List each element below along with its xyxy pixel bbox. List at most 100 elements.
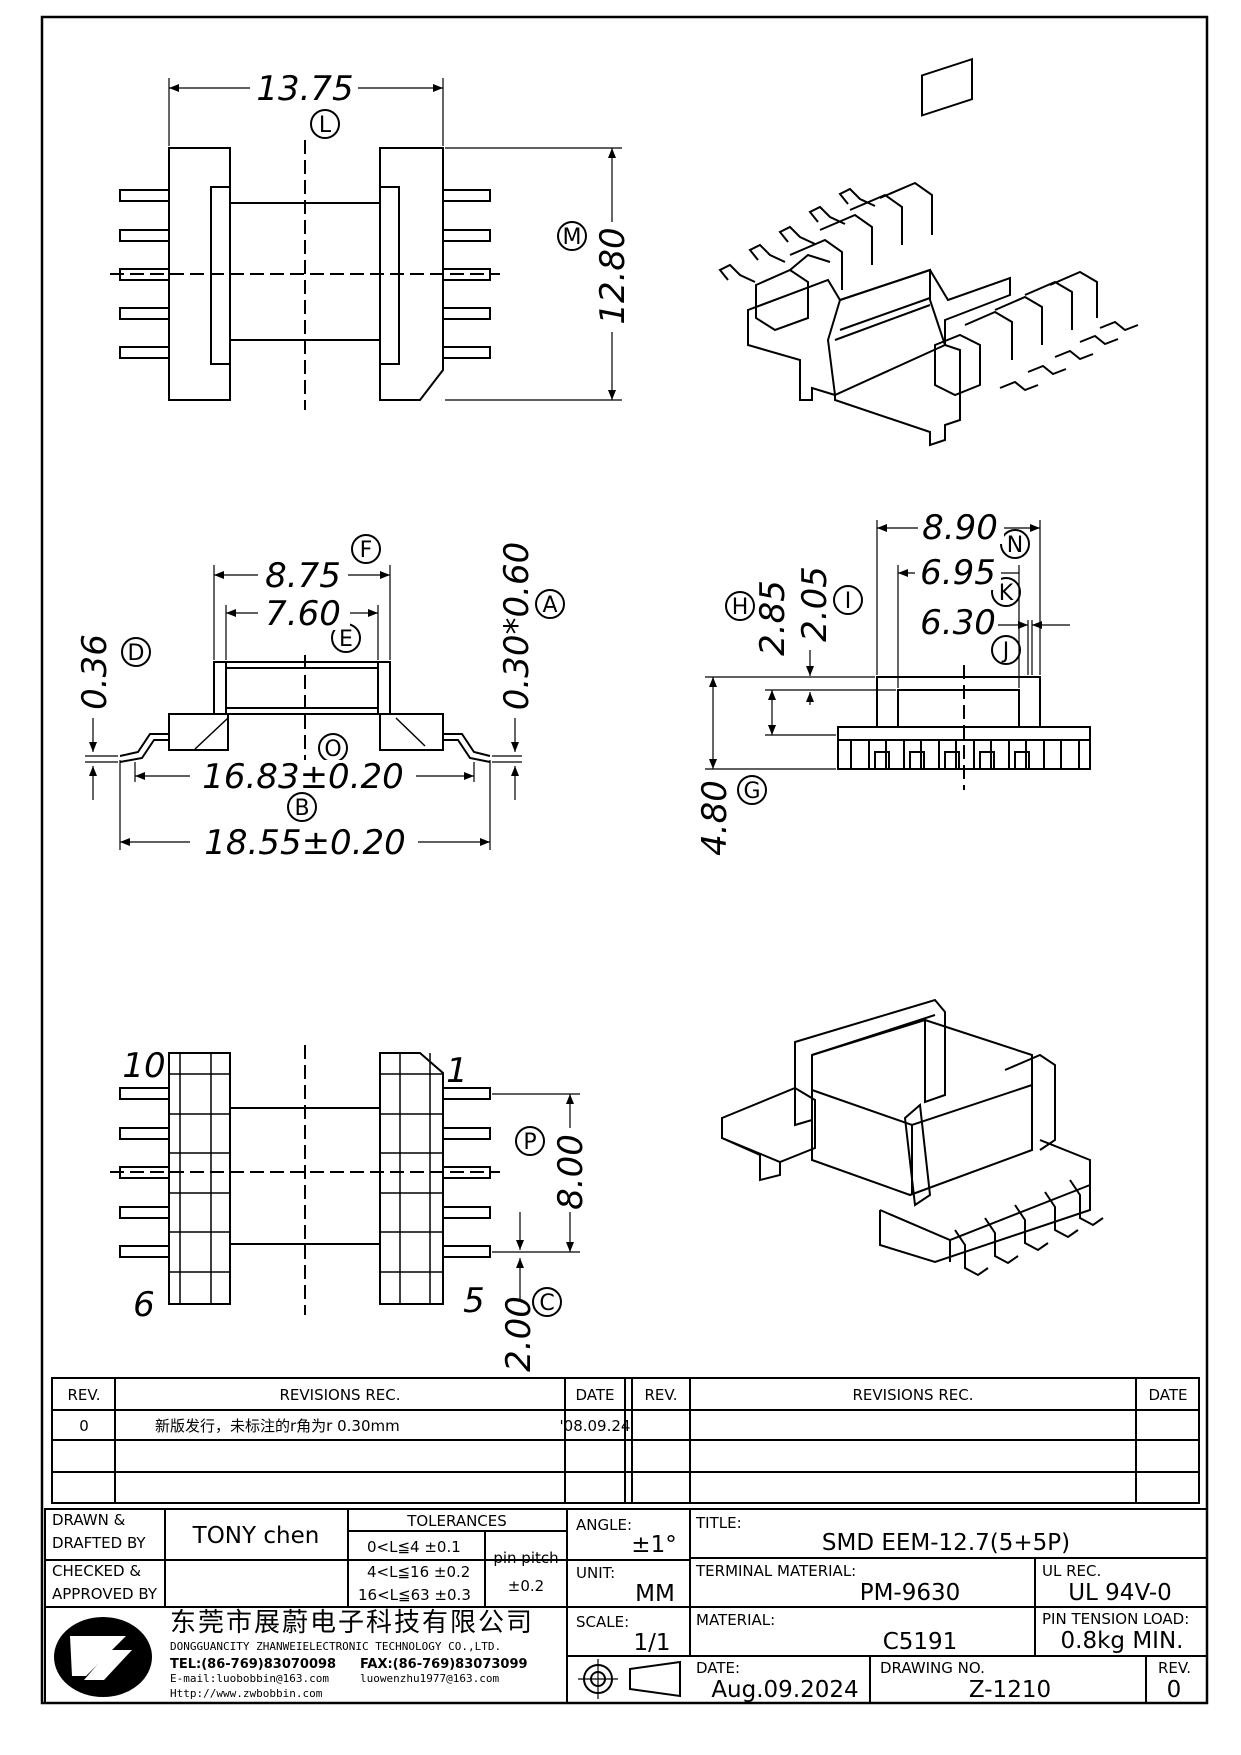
- date-label: DATE:: [696, 1659, 740, 1677]
- dim-k-6-95: 6.95: [920, 553, 996, 593]
- tag-j: J: [1001, 639, 1010, 664]
- tag-c: C: [539, 1291, 554, 1316]
- dim-f-8-75: 8.75: [265, 556, 341, 596]
- tolerance-row-2: 4<L≦16 ±0.2: [367, 1563, 470, 1581]
- iso-teeth-right: [934, 270, 1098, 397]
- company-email-2: luowenzhu1977@163.com: [360, 1672, 499, 1685]
- pin-label-1: 1: [446, 1051, 468, 1091]
- rev-label: REV.: [1158, 1659, 1191, 1677]
- rev-header-rev: REV.: [68, 1386, 101, 1404]
- rev-row-rev: 0: [79, 1417, 89, 1435]
- rev-row-rec: 新版发行，未标注的r角为r 0.30mm: [155, 1417, 400, 1435]
- rev-row-date: '08.09.24: [560, 1417, 631, 1435]
- isometric-view-bottom: [721, 998, 1104, 1277]
- company-tel: TEL:(86-769)83070098: [170, 1657, 336, 1672]
- pin-label-10: 10: [122, 1046, 165, 1086]
- tag-g: G: [743, 779, 760, 804]
- scale-value: 1/1: [633, 1630, 670, 1656]
- tag-f: F: [360, 538, 373, 563]
- tag-k: K: [999, 581, 1014, 606]
- checked-label: CHECKED &: [52, 1562, 141, 1580]
- top-view-pins-right: [442, 189, 491, 359]
- drawn-value: TONY chen: [192, 1523, 320, 1549]
- pin-tension-label: PIN TENSION LOAD:: [1042, 1610, 1189, 1628]
- rev-header-date-2: DATE: [1148, 1386, 1187, 1404]
- revisions-table: [51, 1377, 1200, 1504]
- bottom-view-ribs: [169, 1053, 443, 1304]
- rev-header-date: DATE: [575, 1386, 614, 1404]
- dim-a-0-30x0-60: 0.30*0.60: [497, 542, 537, 710]
- dim-p-8-00: 8.00: [551, 1134, 591, 1210]
- rev-value: 0: [1167, 1677, 1182, 1703]
- drawing-no-label: DRAWING NO.: [880, 1659, 985, 1677]
- tag-d: D: [128, 641, 145, 666]
- top-view-pins-left: [119, 189, 170, 359]
- title-block: [44, 1508, 1208, 1704]
- unit-value: MM: [635, 1581, 675, 1607]
- side-view: [705, 520, 1091, 805]
- rev-header-rev-2: REV.: [645, 1386, 678, 1404]
- isometric-view-top: [718, 57, 1139, 447]
- pin-label-6: 6: [133, 1285, 155, 1325]
- scale-label: SCALE:: [576, 1613, 629, 1631]
- tag-b: B: [294, 796, 309, 821]
- dim-c-2-00: 2.00: [499, 1296, 539, 1372]
- drawing-no-value: Z-1210: [969, 1677, 1051, 1703]
- pin-label-5: 5: [463, 1281, 485, 1321]
- tag-n: N: [1007, 533, 1023, 558]
- title-label: TITLE:: [695, 1514, 742, 1532]
- projection-symbol-icon: [578, 1659, 681, 1699]
- side-view-pins: [874, 751, 1030, 770]
- tag-p: P: [523, 1130, 536, 1155]
- terminal-material-label: TERMINAL MATERIAL:: [695, 1562, 856, 1580]
- iso-teeth-left: [755, 181, 933, 332]
- material-value: C5191: [883, 1629, 958, 1655]
- tolerance-row-3: 16<L≦63 ±0.3: [358, 1586, 471, 1604]
- company-logo-icon: [54, 1617, 152, 1697]
- dim-j-6-30: 6.30: [920, 603, 996, 643]
- pin-pitch-value: ±0.2: [508, 1577, 544, 1595]
- tag-a: A: [542, 593, 557, 618]
- company-name-cn: 东莞市展蔚电子科技有限公司: [170, 1608, 534, 1638]
- date-value: Aug.09.2024: [711, 1677, 858, 1703]
- dim-height-12-80: 12.80: [593, 227, 633, 324]
- dim-o-16-83: 16.83±0.20: [202, 757, 404, 797]
- dim-d-0-36: 0.36: [75, 634, 115, 710]
- ul-rec-label: UL REC.: [1042, 1562, 1101, 1580]
- ul-rec-value: UL 94V-0: [1068, 1580, 1172, 1606]
- drafted-label: DRAFTED BY: [52, 1534, 146, 1552]
- drawn-label: DRAWN &: [52, 1511, 126, 1529]
- tag-i: I: [845, 589, 852, 614]
- rev-header-rec: REVISIONS REC.: [280, 1386, 401, 1404]
- unit-label: UNIT:: [576, 1564, 615, 1582]
- dim-h-2-85: 2.85: [753, 580, 793, 656]
- angle-value: ±1°: [631, 1532, 676, 1558]
- rev-header-rec-2: REVISIONS REC.: [853, 1386, 974, 1404]
- tag-l: L: [319, 113, 332, 138]
- iso-pins-left: [718, 187, 876, 283]
- dim-n-8-90: 8.90: [922, 508, 998, 548]
- company-name-en: DONGGUANCITY ZHANWEIELECTRONIC TECHNOLOG…: [170, 1640, 501, 1653]
- dim-g-4-80: 4.80: [695, 780, 735, 856]
- dim-i-2-05: 2.05: [795, 566, 835, 642]
- bottom-view: [110, 1045, 580, 1317]
- tolerances-label: TOLERANCES: [406, 1512, 507, 1530]
- pin-pitch-label: pin pitch: [493, 1549, 558, 1567]
- tag-o: O: [324, 737, 341, 762]
- dim-b-18-55: 18.55±0.20: [204, 823, 406, 863]
- tag-e: E: [339, 627, 353, 652]
- pin-tension-value: 0.8kg MIN.: [1061, 1628, 1184, 1654]
- company-web: Http://www.zwbobbin.com: [170, 1687, 323, 1700]
- iso-pins-bottom: [954, 1179, 1104, 1277]
- angle-label: ANGLE:: [576, 1516, 632, 1534]
- dim-e-7-60: 7.60: [265, 594, 341, 634]
- tolerance-row-1: 0<L≦4 ±0.1: [367, 1538, 461, 1556]
- approved-label: APPROVED BY: [52, 1585, 158, 1603]
- tag-h: H: [732, 595, 749, 620]
- bottom-view-pins-left: [119, 1087, 170, 1258]
- side-view-teeth: [850, 739, 1080, 770]
- iso-pins-right: [999, 320, 1139, 392]
- company-fax: FAX:(86-769)83073099: [360, 1657, 528, 1672]
- terminal-material-value: PM-9630: [860, 1580, 961, 1606]
